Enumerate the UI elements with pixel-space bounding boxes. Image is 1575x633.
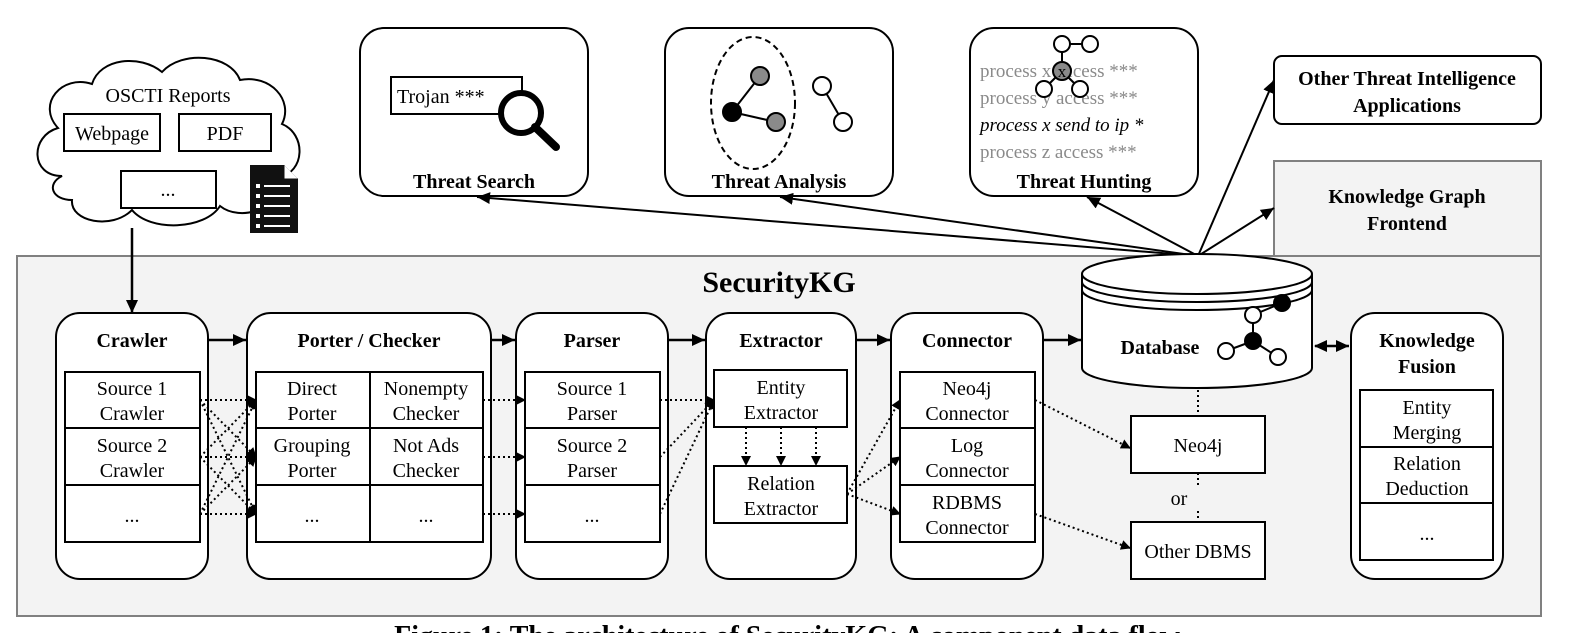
entity-extractor-l2: Extractor <box>744 402 819 424</box>
arrow-to-frontend <box>1197 207 1275 257</box>
connector-row1-l2: Connector <box>925 403 1009 425</box>
threat-hunting-card <box>969 27 1199 197</box>
connector-row3-l1: RDBMS <box>932 492 1002 514</box>
crawler-row3: ... <box>125 505 140 527</box>
checker-row2-l2: Checker <box>393 460 460 482</box>
database-graph-icon <box>1217 294 1291 366</box>
webpage-box <box>63 113 161 152</box>
fusion-title-line2: Fusion <box>1398 356 1456 378</box>
hunting-graph-icon <box>1035 35 1099 98</box>
porter-row3: ... <box>305 505 320 527</box>
oscti-title: OSCTI Reports <box>106 85 231 107</box>
checker-row2-l1: Not Ads <box>393 435 459 457</box>
other-apps-line2: Applications <box>1353 95 1461 117</box>
connector-row1-l1: Neo4j <box>943 378 992 400</box>
connector-row3-l2: Connector <box>925 517 1009 539</box>
more-sources-label: ... <box>161 179 176 201</box>
relation-extractor-box <box>713 465 848 524</box>
relation-extractor-l2: Extractor <box>744 498 819 520</box>
dotted-flows <box>199 395 1131 550</box>
threat-search-title: Threat Search <box>413 171 535 193</box>
parser-row2-l2: Parser <box>567 460 617 482</box>
parser-row2-l1: Source 2 <box>557 435 628 457</box>
or-label: or <box>1171 488 1188 510</box>
document-icon <box>250 165 298 233</box>
hunting-node-label: x <box>1058 62 1067 81</box>
pipeline-arrows <box>208 334 1349 352</box>
figure-caption: Figure 1: The architecture of SecurityKG… <box>394 621 1181 633</box>
crawler-table <box>64 371 201 543</box>
arrow-to-threat-hunting <box>1086 196 1199 257</box>
fusion-row3: ... <box>1420 523 1435 545</box>
more-sources-box <box>120 170 217 209</box>
crawler-row1-l2: Crawler <box>100 403 165 425</box>
pdf-label: PDF <box>207 123 244 145</box>
graph-cluster-icon <box>710 36 853 170</box>
entity-extractor-l1: Entity <box>757 377 806 399</box>
fusion-table <box>1359 389 1494 561</box>
entity-to-relation-arrows <box>741 427 821 466</box>
threat-analysis-card <box>664 27 894 197</box>
porter-row1-l2: Porter <box>288 403 337 425</box>
connector-row2-l2: Connector <box>925 460 1009 482</box>
database-output-arrows <box>476 79 1275 257</box>
crawler-title: Crawler <box>96 330 167 352</box>
checker-row3: ... <box>419 505 434 527</box>
connector-row2-l1: Log <box>951 435 983 457</box>
crawler-row2-l1: Source 2 <box>97 435 168 457</box>
magnifier-icon <box>498 90 560 151</box>
porter-row2-l1: Grouping <box>274 435 351 457</box>
relation-extractor-l1: Relation <box>747 473 815 495</box>
neo4j-box <box>1130 415 1266 474</box>
pdf-box <box>178 113 272 152</box>
threat-hunting-title: Threat Hunting <box>1017 171 1152 193</box>
neo4j-label: Neo4j <box>1174 435 1223 457</box>
hunting-line-2: process y access *** <box>980 88 1138 109</box>
other-apps-line1: Other Threat Intelligence <box>1298 68 1516 90</box>
porter-row2-l2: Porter <box>288 460 337 482</box>
hunting-line-3: process x send to ip * <box>978 115 1144 136</box>
fusion-row1-l2: Merging <box>1393 422 1462 444</box>
extractor-card <box>705 312 857 580</box>
connector-table <box>899 371 1036 543</box>
fusion-row2-l2: Deduction <box>1385 478 1468 500</box>
other-dbms-label: Other DBMS <box>1144 541 1251 563</box>
arrow-to-threat-analysis <box>779 192 1199 257</box>
extractor-title: Extractor <box>739 330 822 352</box>
connector-title: Connector <box>922 330 1012 352</box>
porter-checker-title: Porter / Checker <box>298 330 441 352</box>
fusion-title-line1: Knowledge <box>1379 330 1475 352</box>
fusion-row1-l1: Entity <box>1403 397 1452 419</box>
crawler-row2-l2: Crawler <box>100 460 165 482</box>
hunting-line-4: process z access *** <box>980 142 1137 163</box>
frontend-label-line2: Frontend <box>1367 213 1447 235</box>
database-title: Database <box>1121 337 1200 359</box>
fusion-row2-l1: Relation <box>1393 453 1461 475</box>
oscti-cloud <box>36 56 301 227</box>
porter-row1-l1: Direct <box>287 378 337 400</box>
arrow-to-threat-search <box>476 192 1199 257</box>
checker-row1-l2: Checker <box>393 403 460 425</box>
parser-title: Parser <box>564 330 621 352</box>
webpage-label: Webpage <box>75 123 149 145</box>
search-query-text: Trojan *** <box>397 86 485 108</box>
frontend-label-line1: Knowledge Graph <box>1328 186 1485 208</box>
securitykg-title: SecurityKG <box>702 266 855 299</box>
crawler-row1-l1: Source 1 <box>97 378 168 400</box>
parser-row3: ... <box>585 505 600 527</box>
frontend-label-box <box>1273 160 1542 257</box>
checker-row1-l1: Nonempty <box>384 378 468 400</box>
arrow-to-other-apps <box>1197 79 1275 257</box>
other-dbms-box <box>1130 521 1266 580</box>
database-cylinder <box>1081 253 1313 389</box>
parser-row1-l2: Parser <box>567 403 617 425</box>
threat-analysis-title: Threat Analysis <box>712 171 847 193</box>
parser-row1-l1: Source 1 <box>557 378 628 400</box>
